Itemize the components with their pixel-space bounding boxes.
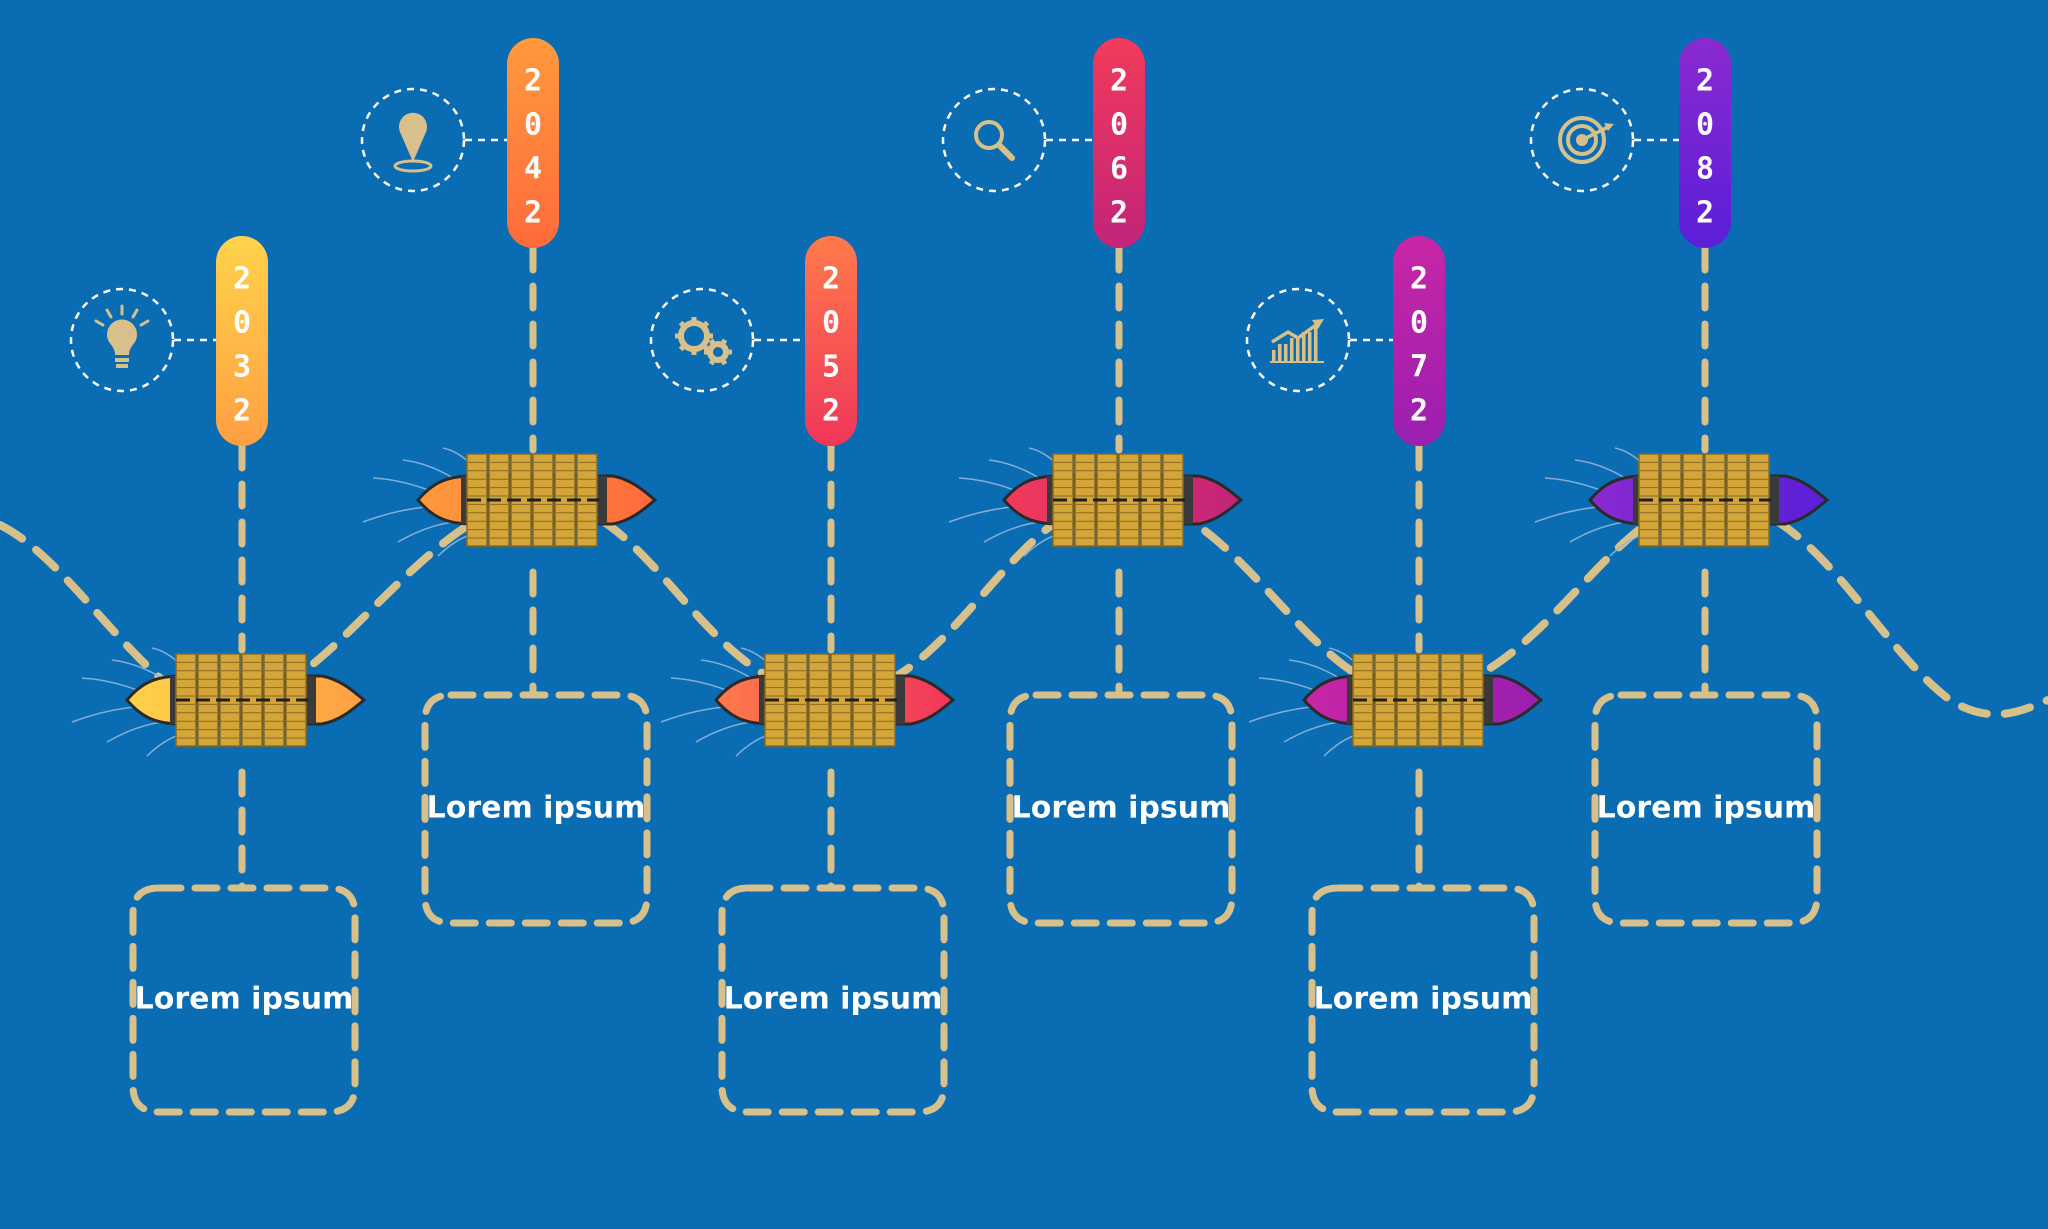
year-pill <box>1679 38 1731 248</box>
text-box <box>718 884 948 1116</box>
year-digit: 4 <box>524 152 542 187</box>
text-box <box>1308 884 1538 1116</box>
cargo-ship <box>1534 447 1830 557</box>
text-box <box>421 691 651 927</box>
text-box <box>129 884 359 1116</box>
cargo-ship <box>1248 647 1544 757</box>
milestone-label: Lorem ipsum <box>1597 791 1816 826</box>
year-digit: 0 <box>822 306 840 341</box>
text-box <box>1006 691 1236 927</box>
lightbulb-icon <box>69 287 175 393</box>
map-pin-icon <box>360 87 466 193</box>
year-digit: 2 <box>1696 64 1714 99</box>
magnifier-icon <box>941 87 1047 193</box>
year-digit: 0 <box>1696 108 1714 143</box>
milestone-label: Lorem ipsum <box>724 982 943 1017</box>
year-digit: 2 <box>822 262 840 297</box>
text-box <box>1591 691 1821 927</box>
year-digit: 2 <box>1110 64 1128 99</box>
year-pill <box>1393 236 1445 446</box>
milestone-label: Lorem ipsum <box>427 791 646 826</box>
year-digit: 5 <box>822 350 840 385</box>
cargo-ship <box>71 647 367 757</box>
year-digit: 3 <box>233 350 251 385</box>
year-digit: 2 <box>1110 196 1128 231</box>
cargo-ship <box>660 647 956 757</box>
year-digit: 2 <box>1410 394 1428 429</box>
growth-chart-icon <box>1245 287 1351 393</box>
target-icon <box>1529 87 1635 193</box>
year-pill <box>1093 38 1145 248</box>
cargo-ship <box>362 447 658 557</box>
year-digit: 6 <box>1110 152 1128 187</box>
year-digit: 0 <box>1410 306 1428 341</box>
year-digit: 2 <box>524 64 542 99</box>
year-digit: 2 <box>1410 262 1428 297</box>
year-digit: 2 <box>233 262 251 297</box>
year-digit: 2 <box>233 394 251 429</box>
gears-icon <box>649 287 755 393</box>
cargo-ship <box>948 447 1244 557</box>
year-digit: 2 <box>822 394 840 429</box>
year-pill <box>216 236 268 446</box>
year-digit: 2 <box>1696 196 1714 231</box>
year-digit: 7 <box>1410 350 1428 385</box>
year-digit: 2 <box>524 196 542 231</box>
milestone-label: Lorem ipsum <box>135 982 354 1017</box>
year-digit: 0 <box>233 306 251 341</box>
year-pill <box>805 236 857 446</box>
year-digit: 0 <box>524 108 542 143</box>
year-digit: 8 <box>1696 152 1714 187</box>
milestone-label: Lorem ipsum <box>1012 791 1231 826</box>
year-pill <box>507 38 559 248</box>
year-digit: 0 <box>1110 108 1128 143</box>
milestone-label: Lorem ipsum <box>1314 982 1533 1017</box>
